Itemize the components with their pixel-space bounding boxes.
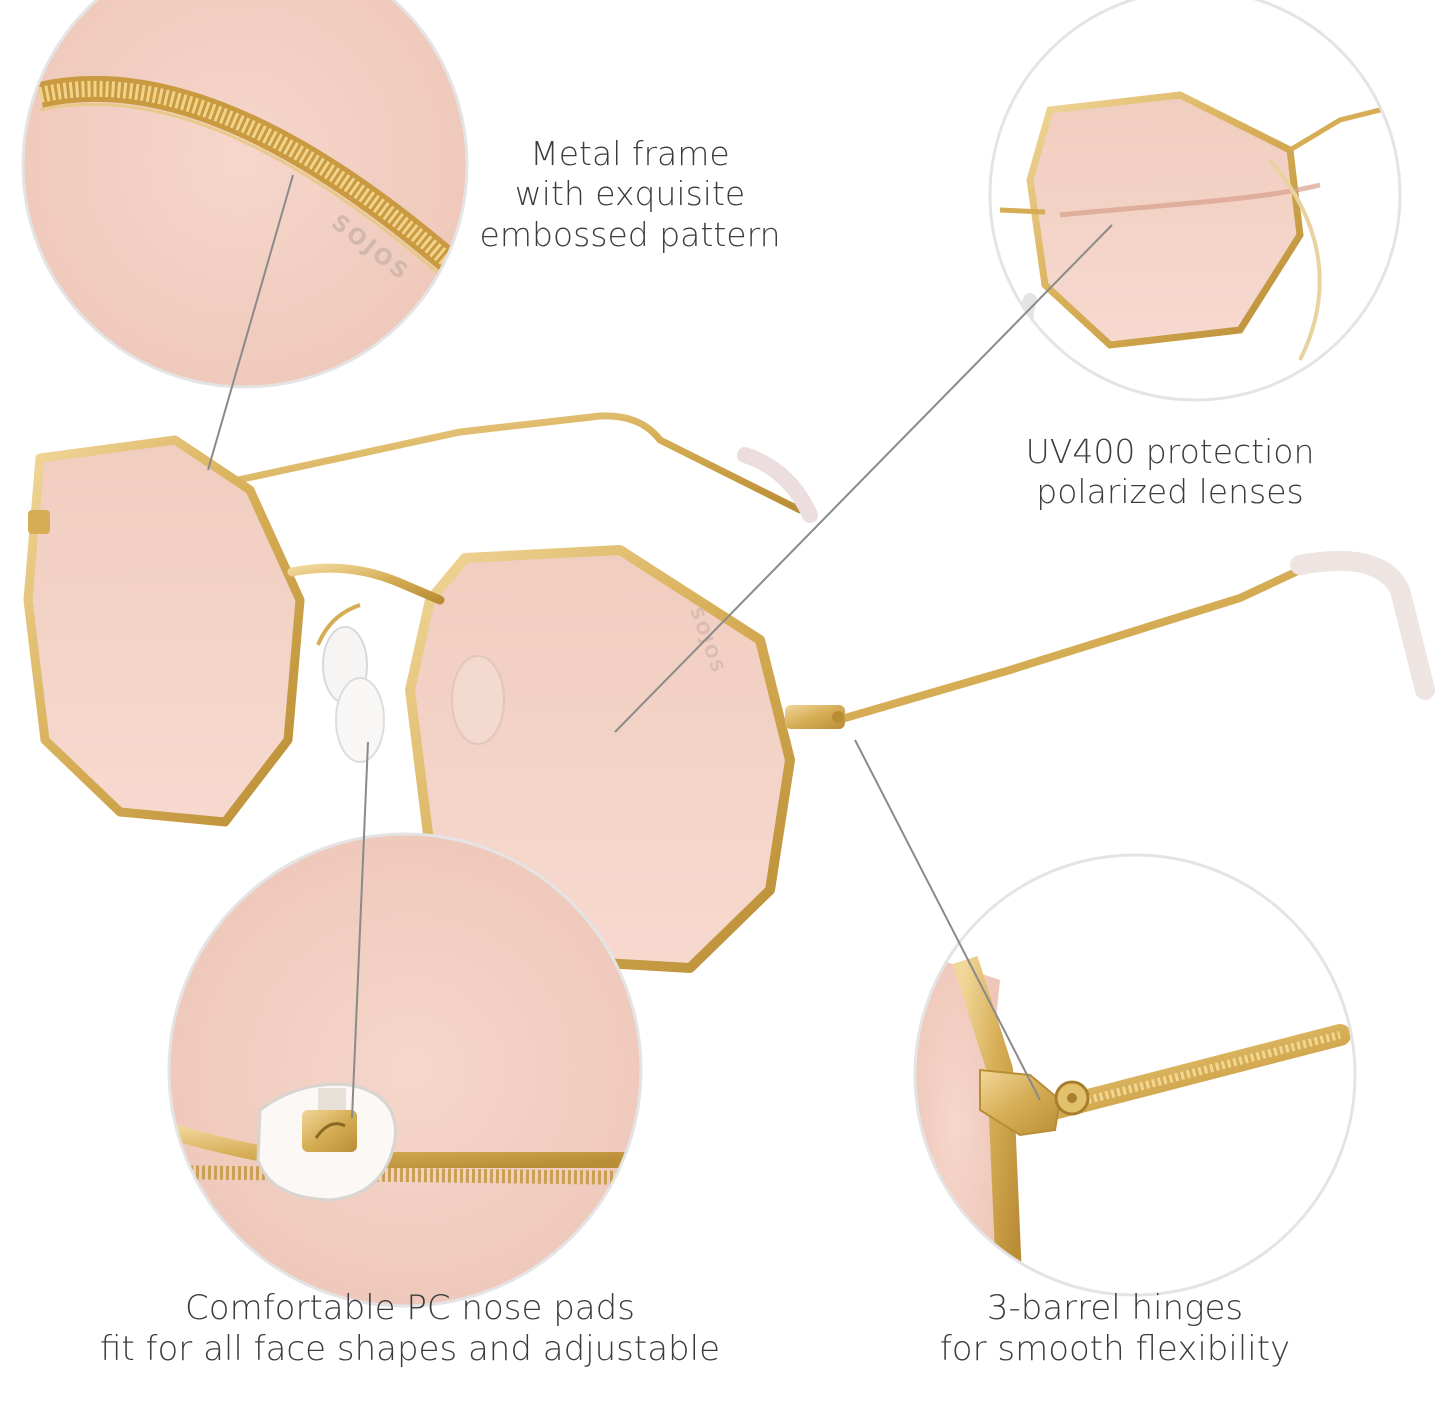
- leader-hinge: [854, 739, 1041, 1101]
- uv-lens-callout: [988, 0, 1402, 402]
- caption-hinge-line1: 3-barrel hinges: [986, 1288, 1244, 1328]
- callout-ring-uv: [988, 0, 1402, 402]
- leader-frame: [207, 174, 294, 471]
- caption-uv-line1: UV400 protection: [1025, 432, 1315, 471]
- leader-uv: [614, 224, 1113, 733]
- caption-metal-frame-line2: with exquisite: [514, 174, 746, 214]
- caption-uv-protection: UV400 protection polarized lenses: [1010, 432, 1330, 513]
- caption-metal-frame-line3: embossed pattern: [479, 214, 781, 254]
- caption-metal-frame: Metal frame with exquisite embossed patt…: [470, 134, 790, 255]
- callout-ring-nose: [167, 832, 643, 1308]
- hinge-callout: [913, 853, 1357, 1297]
- caption-metal-frame-line1: Metal frame: [530, 134, 730, 173]
- nose-pad-callout: [167, 832, 643, 1308]
- frame-detail-callout: SOJOS: [21, 0, 469, 389]
- caption-hinge-line2: for smooth flexibility: [939, 1329, 1291, 1370]
- caption-uv-line2: polarized lenses: [1036, 472, 1304, 512]
- callout-ring-hinge: [913, 853, 1357, 1297]
- caption-nose-line2: fit for all face shapes and adjustable: [99, 1329, 720, 1370]
- caption-nose-pads: Comfortable PC nose pads fit for all fac…: [80, 1288, 740, 1371]
- sunglasses-product: SOJOS: [23, 412, 1435, 973]
- leader-nose: [351, 741, 369, 1119]
- caption-hinges: 3-barrel hinges for smooth flexibility: [900, 1288, 1330, 1371]
- sojos-logo-icon: [302, 1110, 357, 1152]
- caption-nose-line1: Comfortable PC nose pads: [185, 1288, 635, 1328]
- callout-ring-frame: [21, 0, 469, 389]
- leader-lines: [207, 174, 1113, 1119]
